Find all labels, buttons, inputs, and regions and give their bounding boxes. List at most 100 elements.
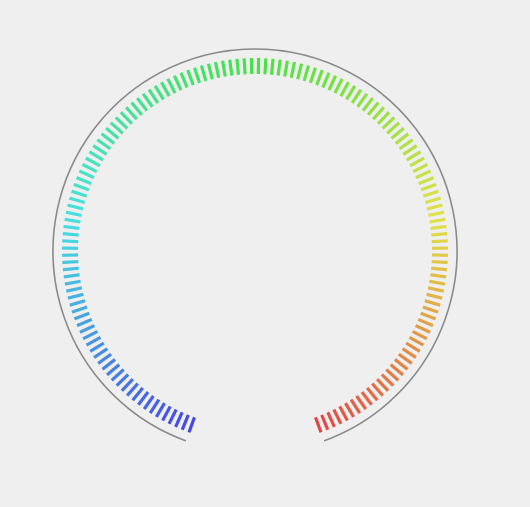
gauge-tick xyxy=(81,163,98,174)
gauge-outline-arc xyxy=(52,48,458,442)
gauge-tick xyxy=(82,330,99,341)
gauge-tick xyxy=(167,408,178,425)
gauge-tick xyxy=(141,92,154,108)
gauge-tick xyxy=(119,111,134,125)
gauge-tick xyxy=(147,88,160,104)
gauge-tick xyxy=(125,382,139,397)
gauge-tick xyxy=(371,106,386,121)
gauge-tick xyxy=(263,58,268,75)
gauge-tick xyxy=(431,239,448,244)
gauge-tick xyxy=(64,279,81,286)
gauge-tick xyxy=(228,59,234,76)
gauge-tick xyxy=(109,121,124,135)
gauge-tick xyxy=(405,341,421,353)
gauge-tick xyxy=(420,182,437,192)
gauge-tick xyxy=(88,150,105,162)
gauge-tick xyxy=(89,341,105,353)
gauge-tick xyxy=(338,405,349,422)
gauge-tick xyxy=(85,156,101,168)
gauge-tick xyxy=(376,111,391,125)
gauge-tick xyxy=(206,63,214,80)
gauge-tick xyxy=(394,132,410,145)
gauge-tick xyxy=(62,266,79,272)
gauge-tick xyxy=(130,101,144,116)
gauge-tick xyxy=(96,138,112,151)
gauge-tick xyxy=(398,138,414,151)
gauge-tick xyxy=(426,292,443,300)
gauge-tick xyxy=(385,368,400,382)
gauge-tick xyxy=(344,402,356,418)
gauge-tick xyxy=(417,317,434,328)
gauge-tick xyxy=(153,84,165,101)
gauge-tick xyxy=(64,217,81,224)
gauge-tick xyxy=(366,101,380,116)
gauge-tick xyxy=(375,378,390,392)
gauge-tick xyxy=(365,386,379,402)
gauge-tick xyxy=(390,126,405,140)
gauge-tick xyxy=(339,81,350,97)
gauge-tick xyxy=(62,232,79,237)
gauge-tick xyxy=(67,292,84,300)
gauge-tick xyxy=(105,126,120,140)
gauge-tick xyxy=(63,273,80,279)
gauge-tick xyxy=(71,189,88,198)
gauge-tick xyxy=(431,259,448,265)
gauge-tick xyxy=(415,169,432,180)
gauge-tick xyxy=(345,84,357,101)
gauge-tick xyxy=(402,144,418,156)
gauge-tick xyxy=(69,299,86,307)
gauge-tick xyxy=(199,65,208,82)
gauge-tick xyxy=(148,398,161,414)
gauge-tick xyxy=(221,60,227,77)
gauge-tick xyxy=(356,92,369,108)
gauge-tick xyxy=(431,266,448,272)
gauge-tick xyxy=(78,169,95,180)
gauge-tick xyxy=(65,286,83,293)
gauge-tick xyxy=(361,97,374,112)
gauge-tick xyxy=(105,363,121,377)
gauge-tick xyxy=(63,224,80,231)
gauge-tick xyxy=(179,72,189,89)
gauge-tick xyxy=(76,317,93,328)
gauge-tick xyxy=(93,347,109,359)
gauge-tick xyxy=(137,391,150,406)
gauge-tick xyxy=(315,69,324,86)
gauge-tick xyxy=(296,63,304,80)
gauge-tick xyxy=(420,311,437,321)
gauge-tick xyxy=(314,416,323,433)
gauge-tick xyxy=(68,196,86,205)
gauge-tick xyxy=(115,373,130,387)
gauge-tick xyxy=(101,358,117,371)
gauge-tick xyxy=(73,311,90,321)
gauge-tick xyxy=(120,378,135,392)
gauge-tick xyxy=(411,330,428,341)
gauge-tick xyxy=(321,72,331,89)
gauge-tick xyxy=(193,67,202,84)
gauge-tick xyxy=(67,203,84,211)
gauge-tick xyxy=(161,405,172,422)
gauge-tick xyxy=(424,299,441,307)
gauge-tick xyxy=(75,176,92,186)
gauge-tick xyxy=(269,58,275,75)
gauge-tick xyxy=(154,402,166,418)
gauge-tick xyxy=(79,324,96,334)
gauge-tick xyxy=(422,305,439,314)
gauge-tick xyxy=(431,232,448,237)
gauge-tick xyxy=(412,163,429,174)
gauge-tick xyxy=(92,144,108,156)
gauge-tick xyxy=(114,116,129,130)
gauge-tick xyxy=(166,78,177,94)
gauge-tick xyxy=(429,217,446,224)
gauge-tick xyxy=(371,382,385,397)
gauge-tick xyxy=(414,324,431,334)
gauge-tick xyxy=(180,414,190,431)
gauge-tick xyxy=(349,398,362,414)
gauge-tick xyxy=(327,74,338,91)
gauge-tick xyxy=(131,386,145,402)
gauge-tick xyxy=(142,395,155,410)
gauge-tick xyxy=(283,60,289,77)
gauge-tick xyxy=(124,106,139,121)
gauge-tick xyxy=(422,189,439,198)
